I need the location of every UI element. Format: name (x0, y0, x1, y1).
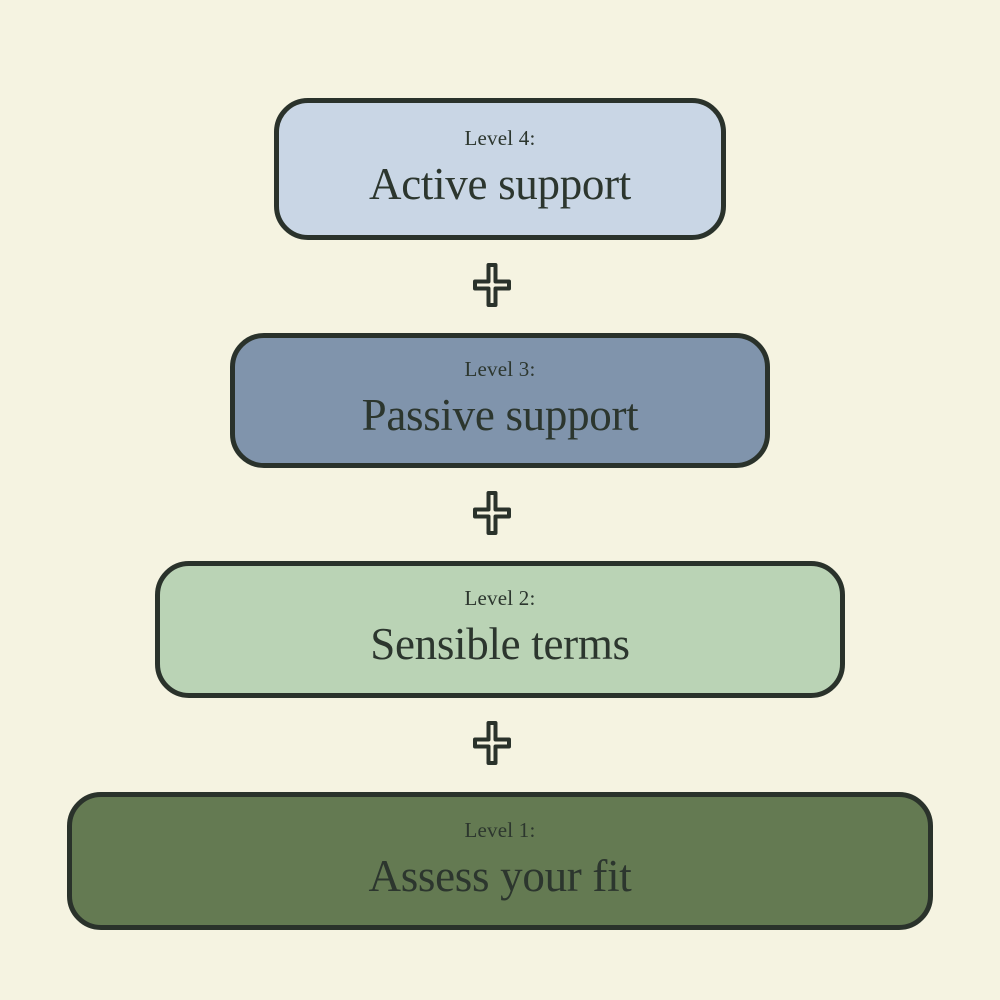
level-4-box: Level 4: Active support (274, 98, 726, 240)
level-3-title: Passive support (361, 390, 639, 441)
level-2-title: Sensible terms (370, 619, 630, 670)
level-3-box: Level 3: Passive support (230, 333, 770, 468)
plus-icon (473, 491, 511, 535)
level-2-label: Level 2: (464, 586, 536, 611)
plus-connector (473, 720, 511, 766)
level-1-box: Level 1: Assess your fit (67, 792, 933, 930)
level-4-title: Active support (369, 158, 631, 209)
level-3-label: Level 3: (464, 357, 536, 382)
plus-icon (473, 721, 511, 765)
plus-connector (473, 490, 511, 536)
level-4-label: Level 4: (464, 125, 536, 150)
level-1-label: Level 1: (464, 817, 536, 842)
plus-icon (473, 263, 511, 307)
level-1-title: Assess your fit (368, 850, 632, 901)
level-2-box: Level 2: Sensible terms (155, 561, 845, 698)
plus-connector (473, 262, 511, 308)
